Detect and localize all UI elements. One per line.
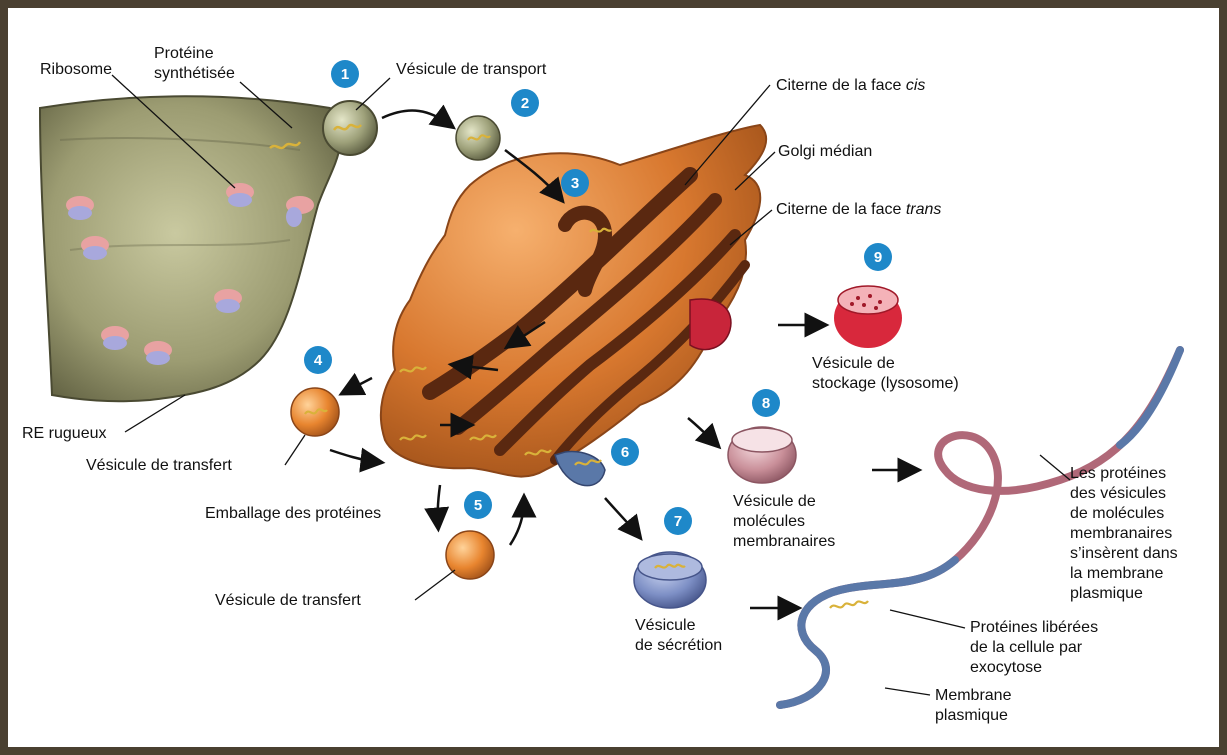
label-released-2: de la cellule par: [970, 639, 1083, 656]
badge-2: 2: [511, 89, 539, 117]
label-released-3: exocytose: [970, 659, 1042, 676]
badge-7: 7: [664, 507, 692, 535]
label-membrane-vesicle-3: membranaires: [733, 533, 835, 550]
badge-5: 5: [464, 491, 492, 519]
label-plasma-membrane-1: Membrane: [935, 687, 1012, 704]
svg-text:4: 4: [314, 352, 323, 369]
label-insert-5: s’insèrent dans: [1070, 545, 1178, 562]
label-packaging: Emballage des protéines: [205, 505, 381, 522]
arrow-5-back: [510, 500, 524, 545]
ribosome-icon: [144, 341, 172, 365]
arrow-to-4: [345, 378, 372, 392]
label-released-1: Protéines libérées: [970, 619, 1098, 636]
badge-1: 1: [331, 60, 359, 88]
label-membrane-vesicle-1: Vésicule de: [733, 493, 816, 510]
ribosome-icon: [101, 326, 129, 350]
label-protein-2: synthétisée: [154, 65, 235, 82]
released-protein: [830, 601, 868, 608]
label-plasma-membrane-2: plasmique: [935, 707, 1008, 724]
ribosome-icon: [81, 236, 109, 260]
svg-text:2: 2: [521, 95, 529, 112]
svg-text:8: 8: [762, 395, 770, 412]
ribosome-icon: [226, 183, 254, 207]
svg-text:9: 9: [874, 249, 882, 266]
arrow-1-2: [382, 111, 450, 125]
label-median-golgi: Golgi médian: [778, 143, 872, 160]
label-storage-1: Vésicule de: [812, 355, 895, 372]
secretory-vesicle: [634, 552, 706, 608]
badge-3: 3: [561, 169, 589, 197]
label-storage-2: stockage (lysosome): [812, 375, 959, 392]
ribosome-icon: [66, 196, 94, 220]
svg-text:7: 7: [674, 513, 682, 530]
label-insert-6: la membrane: [1070, 565, 1163, 582]
label-insert-3: de molécules: [1070, 505, 1164, 522]
label-membrane-vesicle-2: molécules: [733, 513, 805, 530]
svg-text:1: 1: [341, 66, 349, 83]
label-cis-face: Citerne de la face cis: [776, 77, 925, 94]
arrow-to-7: [605, 498, 638, 535]
vesicle-4: [291, 388, 339, 436]
badge-9: 9: [864, 243, 892, 271]
badge-8: 8: [752, 389, 780, 417]
vesicle-2: [456, 116, 500, 160]
label-insert-2: des vésicules: [1070, 485, 1166, 502]
label-transfer-vesicle-b: Vésicule de transfert: [215, 592, 361, 609]
label-protein-1: Protéine: [154, 45, 214, 62]
label-secretory-1: Vésicule: [635, 617, 696, 634]
membrane-vesicle: [728, 427, 796, 483]
badge-6: 6: [611, 438, 639, 466]
ribosome-icon: [214, 289, 242, 313]
label-transfer-vesicle-a: Vésicule de transfert: [86, 457, 232, 474]
arrow-4-back: [330, 450, 378, 462]
label-ribosome: Ribosome: [40, 61, 112, 78]
label-insert-7: plasmique: [1070, 585, 1143, 602]
label-insert-1: Les protéines: [1070, 465, 1166, 482]
label-transport-vesicle: Vésicule de transport: [396, 61, 547, 78]
svg-text:5: 5: [474, 497, 482, 514]
lysosome: [834, 286, 902, 348]
arrow-to-8: [688, 418, 716, 444]
svg-text:6: 6: [621, 444, 629, 461]
label-rough-er: RE rugueux: [22, 425, 107, 442]
label-insert-4: membranaires: [1070, 525, 1172, 542]
label-trans-face: Citerne de la face trans: [776, 201, 941, 218]
svg-text:3: 3: [571, 175, 579, 192]
arrow-to-5: [438, 485, 440, 525]
badge-4: 4: [304, 346, 332, 374]
label-secretory-2: de sécrétion: [635, 637, 722, 654]
